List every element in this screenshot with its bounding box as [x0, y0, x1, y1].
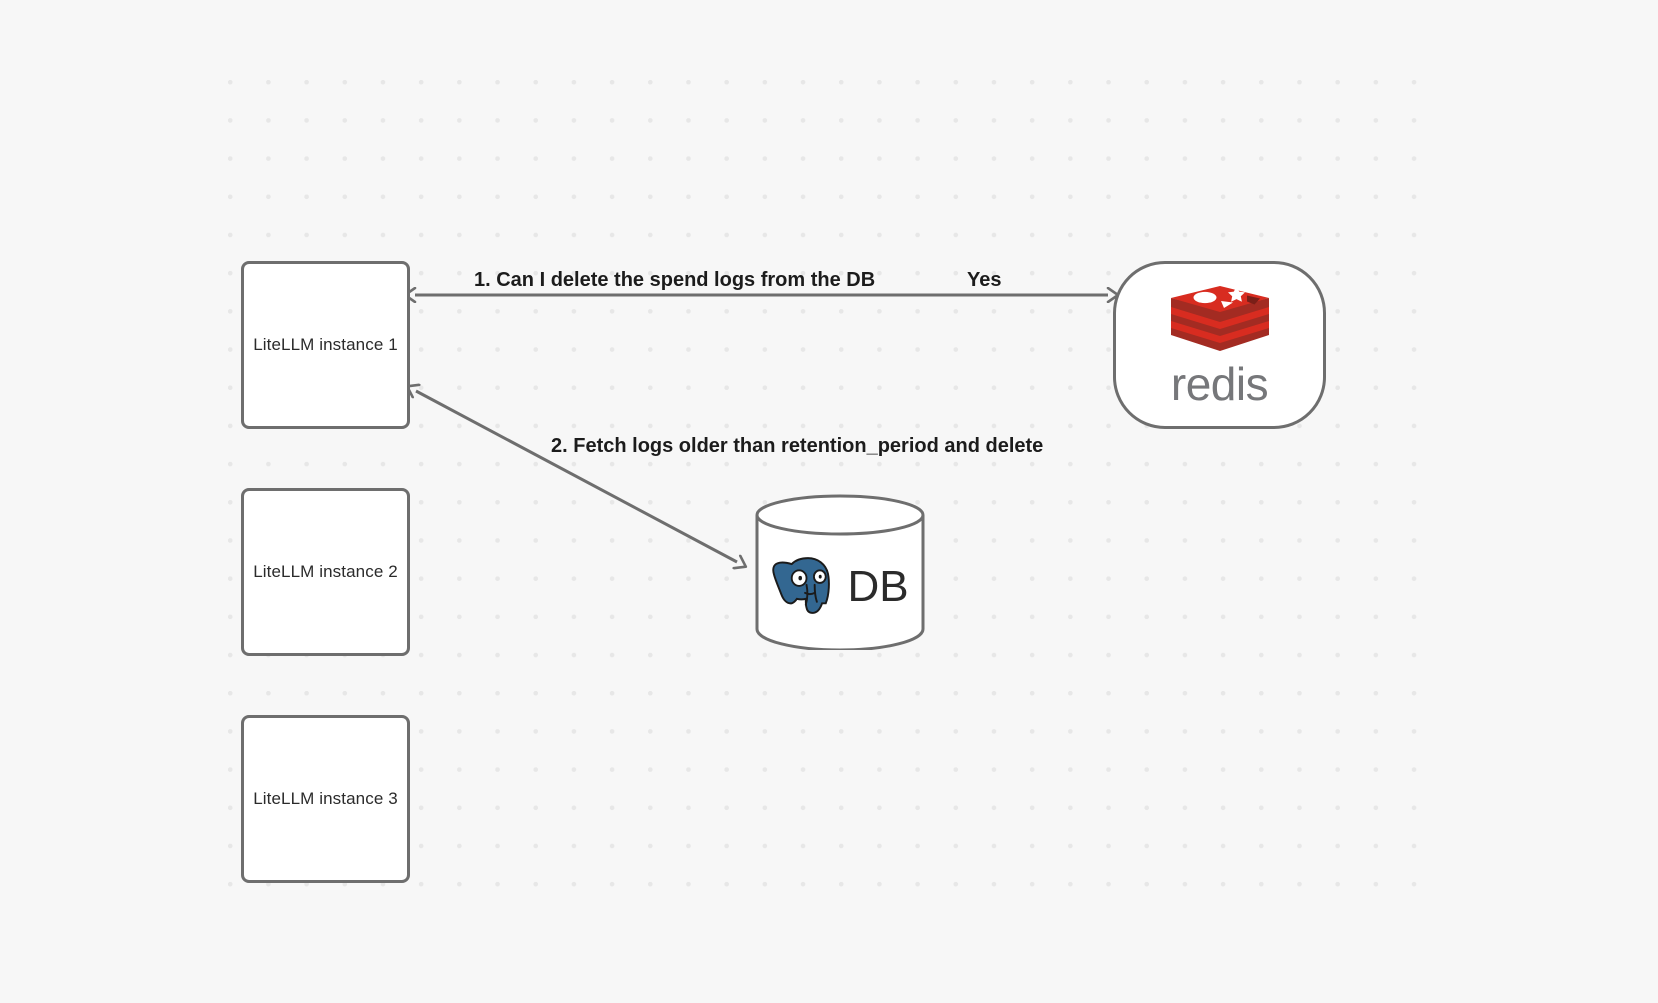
node-litellm-instance-2[interactable]: LiteLLM instance 2 — [241, 488, 410, 656]
edge-label-step-1-reply: Yes — [967, 269, 1002, 291]
node-litellm-instance-3[interactable]: LiteLLM instance 3 — [241, 715, 410, 883]
node-postgres-db[interactable]: DB — [754, 494, 926, 650]
edge-label-step-1: 1. Can I delete the spend logs from the … — [474, 269, 876, 291]
redis-stack-icon — [1170, 286, 1269, 351]
node-litellm-instance-1[interactable]: LiteLLM instance 1 — [241, 261, 410, 429]
postgres-db-label: DB — [847, 562, 909, 611]
node-litellm-instance-1-label: LiteLLM instance 1 — [253, 335, 398, 354]
redis-logo: redis — [1168, 283, 1272, 407]
postgresql-elephant-icon — [771, 554, 833, 617]
node-litellm-instance-3-label: LiteLLM instance 3 — [253, 789, 398, 808]
cylinder-shape — [755, 494, 925, 650]
node-litellm-instance-2-label: LiteLLM instance 2 — [253, 562, 398, 581]
edge-litellm1-postgres — [416, 391, 737, 562]
node-redis[interactable]: redis — [1113, 261, 1326, 429]
postgres-logo-row: DB — [754, 494, 926, 650]
edge-label-step-2: 2. Fetch logs older than retention_perio… — [551, 435, 1044, 457]
redis-wordmark: redis — [1170, 358, 1269, 410]
